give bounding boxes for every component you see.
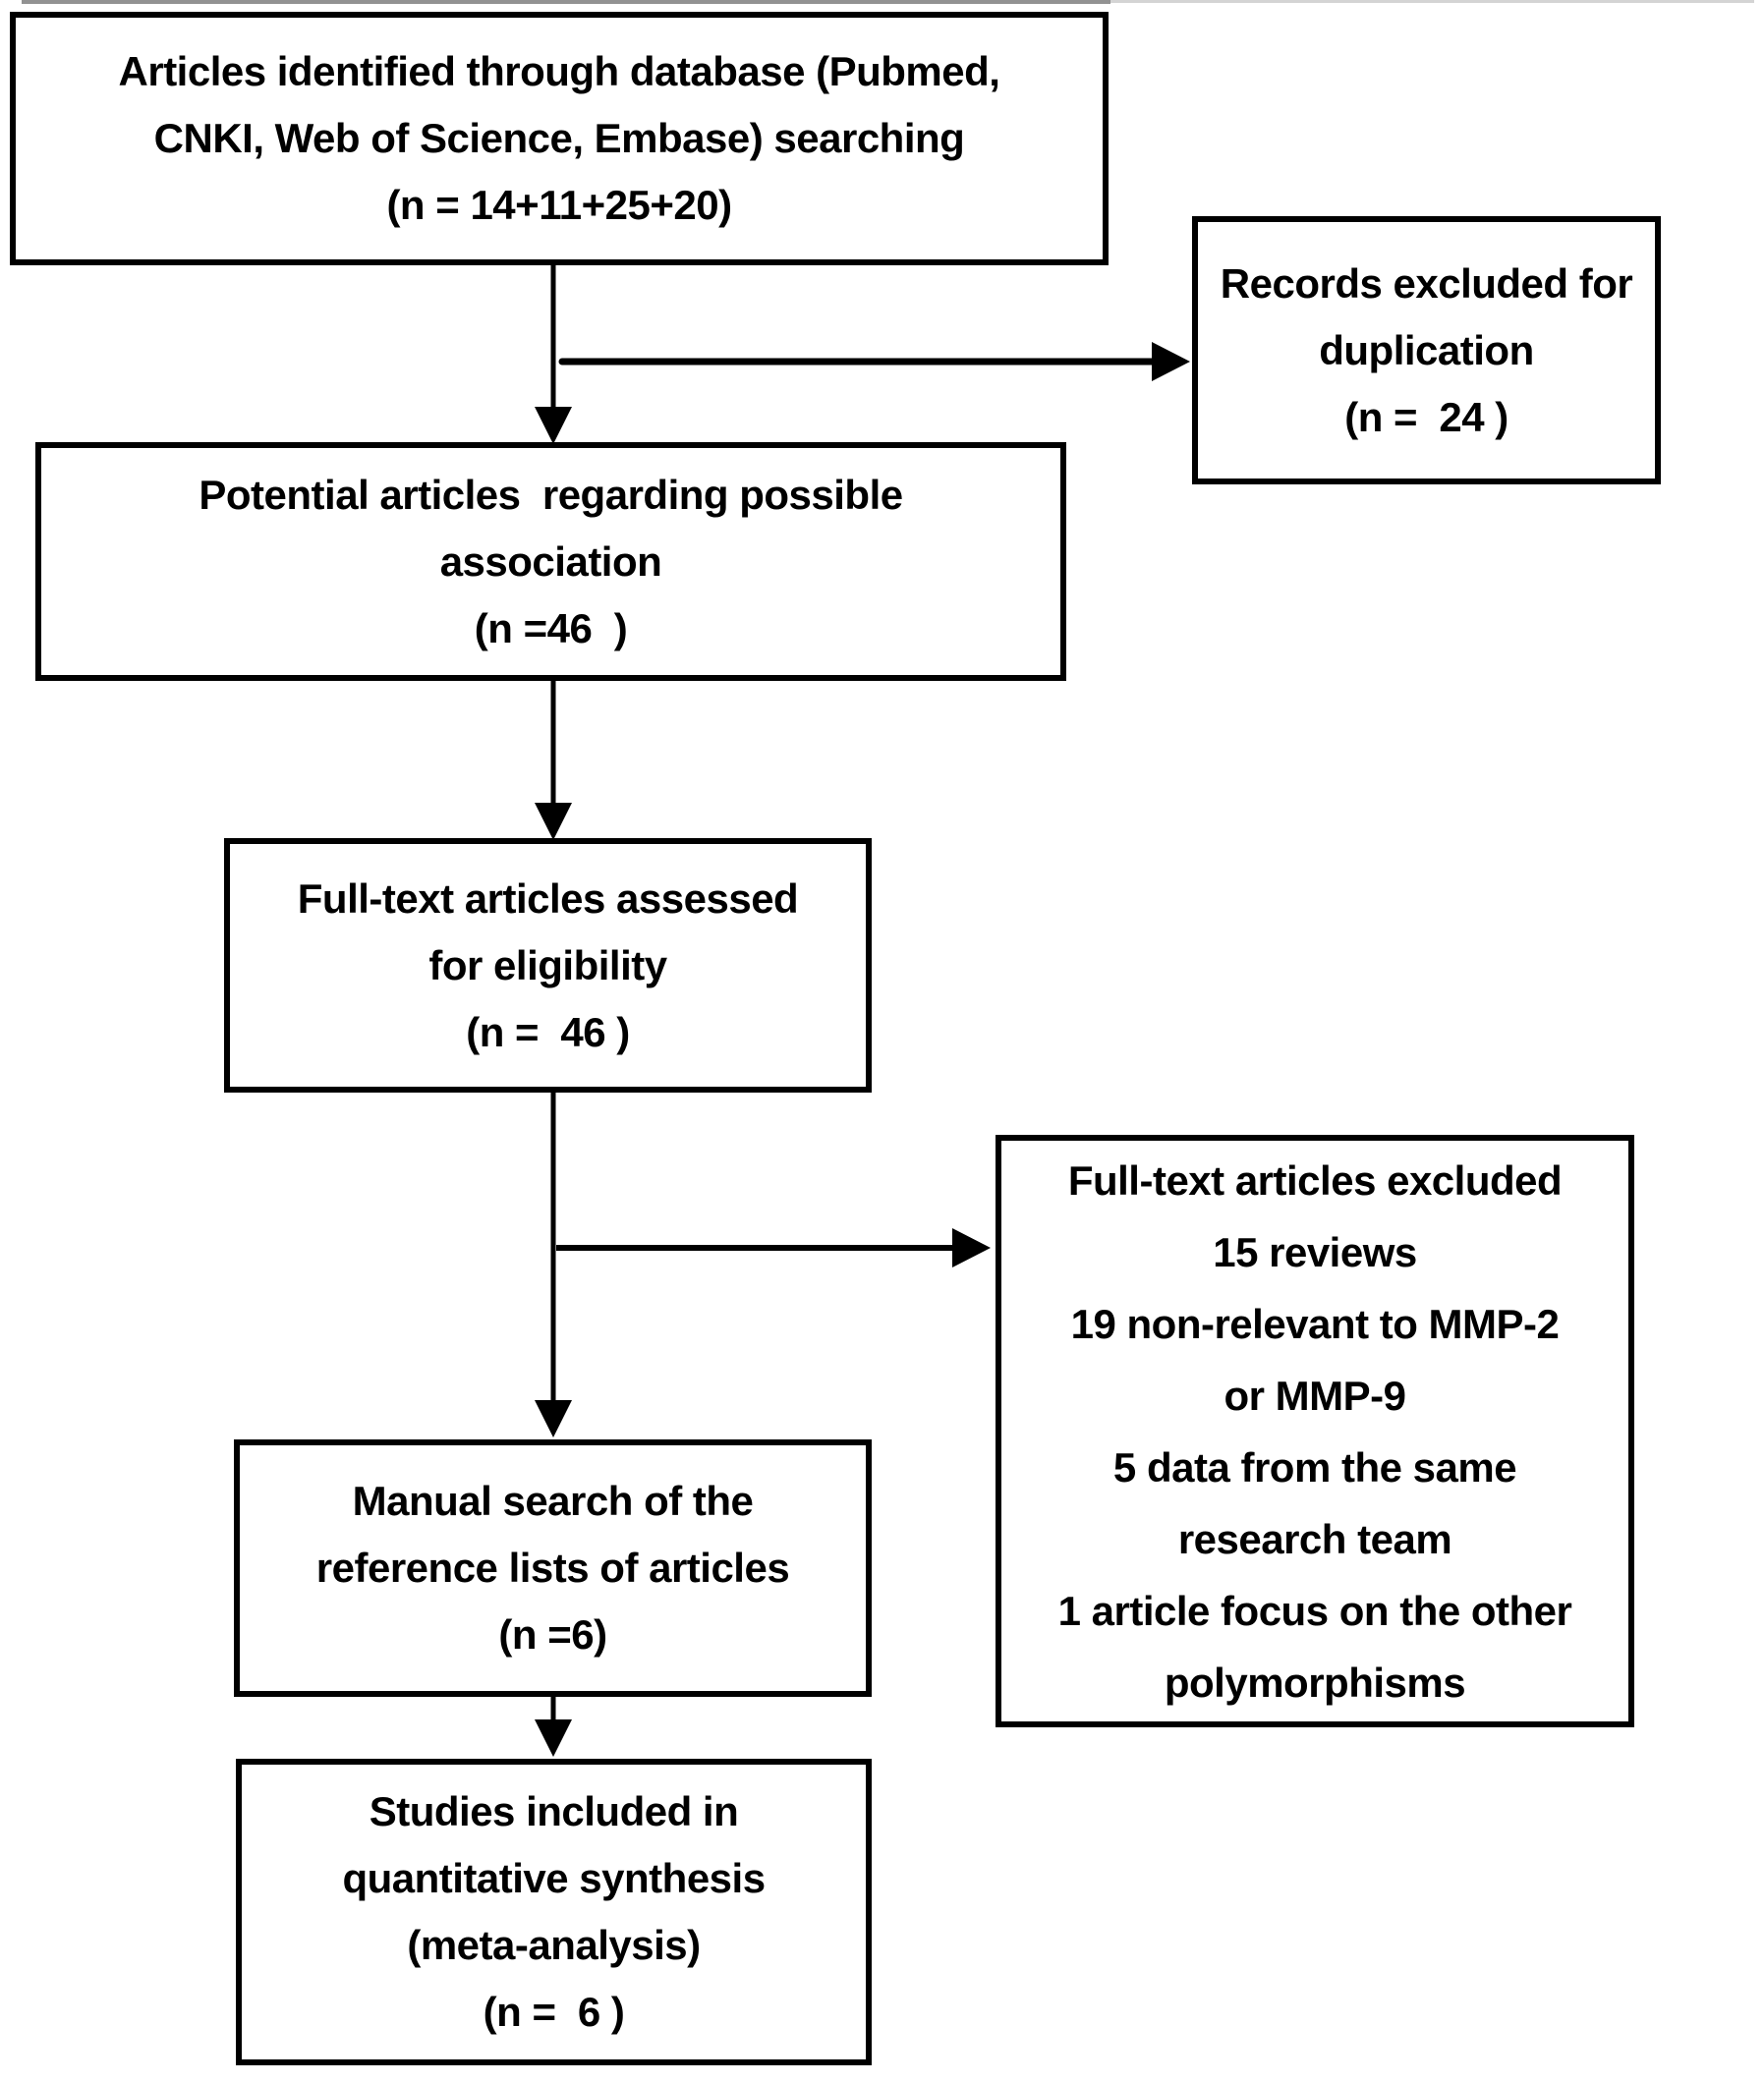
box-text-line: reference lists of articles: [315, 1545, 790, 1591]
box-text-line: research team: [1177, 1515, 1452, 1562]
box-text-line: Articles identified through database (Pu…: [118, 48, 1000, 94]
box-text-line: (n =6): [498, 1611, 607, 1658]
box-text-line: Studies included in: [369, 1788, 739, 1834]
box-potential-articles: Potential articles regarding possible as…: [35, 442, 1066, 681]
box-studies-included: Studies included in quantitative synthes…: [236, 1759, 872, 2065]
box-text-line: polymorphisms: [1164, 1659, 1466, 1706]
box-text-line: CNKI, Web of Science, Embase) searching: [153, 115, 965, 161]
box-text-line: 5 data from the same: [1112, 1443, 1517, 1491]
box-text-line: quantitative synthesis: [342, 1855, 766, 1901]
arrow-fulltext-to-manual: [535, 1093, 572, 1437]
box-text-line: for eligibility: [428, 941, 667, 988]
box-text-line: (n =46 ): [474, 604, 628, 651]
box-text-line: (n = 14+11+25+20): [386, 182, 732, 228]
box-text-line: 15 reviews: [1213, 1228, 1417, 1275]
box-manual-search: Manual search of the reference lists of …: [234, 1439, 872, 1697]
box-text-line: or MMP-9: [1223, 1372, 1407, 1419]
box-text-line: (n = 24 ): [1344, 393, 1508, 440]
box-text-line: association: [439, 537, 662, 585]
box-fulltext-assessed: Full-text articles assessed for eligibil…: [224, 838, 872, 1093]
scan-artifact-line-light: [1110, 0, 1754, 3]
box-records-excluded-duplication: Records excluded for duplication (n = 24…: [1192, 216, 1661, 484]
box-text-line: Records excluded for: [1220, 259, 1633, 307]
arrow-potential-to-fulltext: [535, 681, 572, 840]
arrow-to-records-excluded: [558, 342, 1190, 381]
box-text-line: Full-text articles excluded: [1067, 1156, 1563, 1204]
box-text-line: (meta-analysis): [407, 1922, 701, 1968]
arrow-identified-to-potential: [535, 265, 572, 444]
box-text-line: Potential articles regarding possible: [199, 471, 903, 518]
box-text-line: (n = 6 ): [483, 1989, 625, 2035]
box-text-line: 19 non-relevant to MMP-2: [1070, 1300, 1560, 1347]
arrow-manual-to-included: [535, 1697, 572, 1757]
box-text-line: 1 article focus on the other: [1057, 1587, 1572, 1634]
box-text-line: duplication: [1319, 326, 1534, 373]
scan-artifact-line-dark: [22, 0, 1110, 4]
box-articles-identified: Articles identified through database (Pu…: [10, 12, 1109, 265]
box-text-line: Manual search of the: [352, 1478, 754, 1524]
box-text-line: Full-text articles assessed: [297, 874, 799, 922]
arrow-to-fulltext-excluded: [556, 1228, 991, 1267]
box-fulltext-excluded: Full-text articles excluded 15 reviews 1…: [996, 1135, 1634, 1727]
box-text-line: (n = 46 ): [466, 1008, 630, 1055]
